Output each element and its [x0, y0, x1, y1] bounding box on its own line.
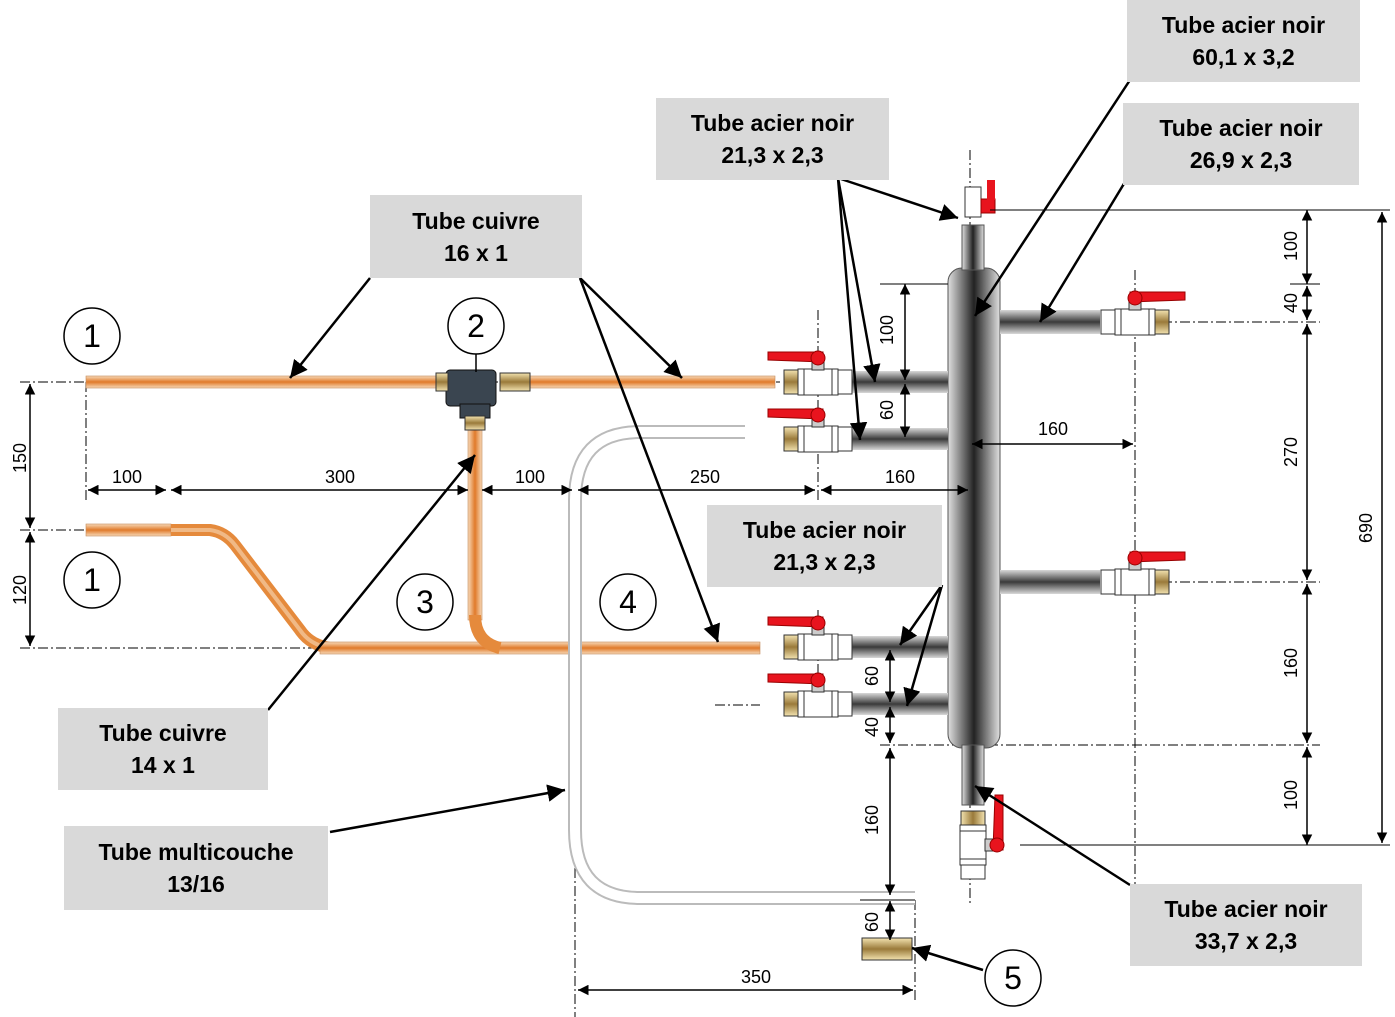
label-steel-21-top: Tube acier noir 21,3 x 2,3: [656, 98, 889, 180]
label-line: Tube multicouche: [98, 839, 294, 865]
dim-60-c: 60: [862, 912, 882, 932]
label-line: Tube acier noir: [690, 110, 855, 136]
dim-160-b: 160: [1038, 419, 1068, 439]
copper-pipes: [85, 375, 776, 655]
dim-100-b: 100: [515, 467, 545, 487]
label-line: 13/16: [167, 871, 225, 897]
dim-250: 250: [690, 467, 720, 487]
dim-r690: 690: [1356, 513, 1376, 543]
marker-5: 5: [1004, 960, 1022, 996]
dim-r40: 40: [1281, 293, 1301, 313]
dim-60-a: 60: [877, 400, 897, 420]
label-line: 26,9 x 2,3: [1189, 147, 1293, 173]
label-line: Tube acier noir: [1161, 12, 1326, 38]
label-line: Tube acier noir: [1159, 115, 1323, 141]
label-line: 60,1 x 3,2: [1192, 44, 1295, 70]
marker-1-top: 1: [83, 318, 101, 354]
dim-60-b: 60: [862, 666, 882, 686]
dim-150: 150: [10, 443, 30, 473]
dim-r270: 270: [1281, 437, 1301, 467]
marker-1-bottom: 1: [83, 562, 101, 598]
tee-fitting: [435, 369, 531, 431]
numbered-markers: 1 1 2 3 4 5: [63, 297, 1042, 1007]
label-line: 21,3 x 2,3: [773, 549, 876, 575]
label-line: 14 x 1: [131, 752, 195, 778]
label-steel-33: Tube acier noir 33,7 x 2,3: [1130, 884, 1362, 966]
label-steel-26: Tube acier noir 26,9 x 2,3: [1123, 103, 1359, 185]
dim-40-a: 40: [862, 717, 882, 737]
label-steel-60: Tube acier noir 60,1 x 3,2: [1127, 0, 1360, 82]
dimension-lines: [24, 210, 1388, 996]
extension-lines: [860, 209, 1390, 901]
label-line: Tube acier noir: [1164, 896, 1328, 922]
dim-160-c: 160: [862, 805, 882, 835]
dim-300: 300: [325, 467, 355, 487]
label-line: Tube acier noir: [742, 517, 907, 543]
dim-160-a: 160: [885, 467, 915, 487]
label-copper-16: Tube cuivre 16 x 1: [370, 195, 582, 278]
dim-r160: 160: [1281, 648, 1301, 678]
marker-circle: [984, 949, 1042, 1007]
multilayer-pipe: [568, 425, 915, 905]
marker-3: 3: [416, 584, 434, 620]
dim-r100-top: 100: [1281, 231, 1301, 261]
leader-arrows: [267, 79, 1132, 972]
label-line: 33,7 x 2,3: [1194, 928, 1298, 954]
dim-350: 350: [741, 967, 771, 987]
marker-4: 4: [619, 584, 637, 620]
label-line: Tube cuivre: [99, 720, 227, 746]
label-multicouche: Tube multicouche 13/16: [64, 826, 328, 910]
dimension-texts: 150 120 100 300 100 250 160 100 60 160 6…: [10, 231, 1376, 987]
marker-circle: [63, 307, 121, 365]
dim-100-v: 100: [877, 315, 897, 345]
label-line: 16 x 1: [444, 239, 508, 266]
dim-100-a: 100: [112, 467, 142, 487]
label-line: Tube cuivre: [412, 207, 540, 234]
label-line: 21,3 x 2,3: [721, 142, 824, 168]
marker-circle: [599, 573, 657, 631]
steel-collector: [850, 224, 1100, 806]
marker-2: 2: [467, 308, 485, 344]
dim-r100-bot: 100: [1281, 780, 1301, 810]
marker-circle: [396, 573, 454, 631]
label-copper-14: Tube cuivre 14 x 1: [58, 708, 268, 790]
dim-120: 120: [10, 575, 30, 605]
label-steel-21-mid: Tube acier noir 21,3 x 2,3: [707, 505, 942, 587]
marker-circle: [63, 551, 121, 609]
